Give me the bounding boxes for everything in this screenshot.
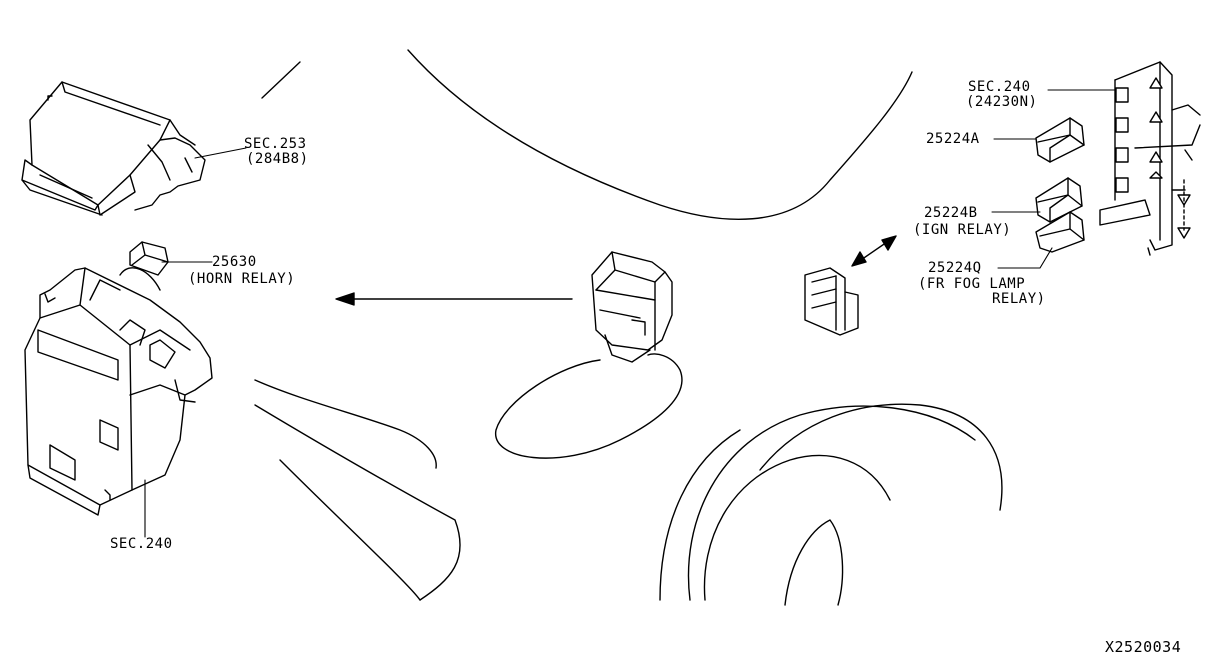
horn-relay-part-label: 25630 (212, 254, 257, 270)
connector (804, 267, 859, 336)
horn-relay (129, 241, 169, 276)
relay-25224b (1035, 177, 1083, 223)
fuse-box (24, 267, 213, 516)
fog-relay-name-line1: (FR FOG LAMP (918, 276, 1026, 292)
cover-part-label: (284B8) (246, 151, 309, 167)
ign-relay-part-label: 25224B (924, 205, 978, 221)
fog-relay-name-line2: RELAY) (992, 291, 1046, 307)
cover-ref-label: SEC.253 (244, 136, 307, 152)
bracket-part-label: (24230N) (966, 94, 1038, 110)
fuse-box-ref-label: SEC.240 (110, 536, 173, 552)
bracket-ref-label: SEC.240 (968, 79, 1031, 95)
fuse-box-cover (21, 81, 206, 216)
arrow-double-connector (851, 235, 897, 267)
ign-relay-name-label: (IGN RELAY) (913, 222, 1012, 238)
vehicle-outline (254, 49, 1003, 606)
relay-block (495, 251, 683, 459)
arrow-to-fuse-box (335, 292, 573, 306)
fog-relay-part-label: 25224Q (928, 260, 982, 276)
relay-25224q (1035, 211, 1085, 253)
relay-a-part-label: 25224A (926, 131, 980, 147)
diagram-id-label: X2520034 (1105, 638, 1182, 656)
relay-25224a (1035, 117, 1085, 163)
horn-relay-name-label: (HORN RELAY) (188, 271, 296, 287)
bracket-clips (1115, 87, 1129, 193)
bracket-arrows (1149, 77, 1191, 239)
relay-bracket (1099, 61, 1201, 256)
leader-lines (144, 89, 1117, 538)
